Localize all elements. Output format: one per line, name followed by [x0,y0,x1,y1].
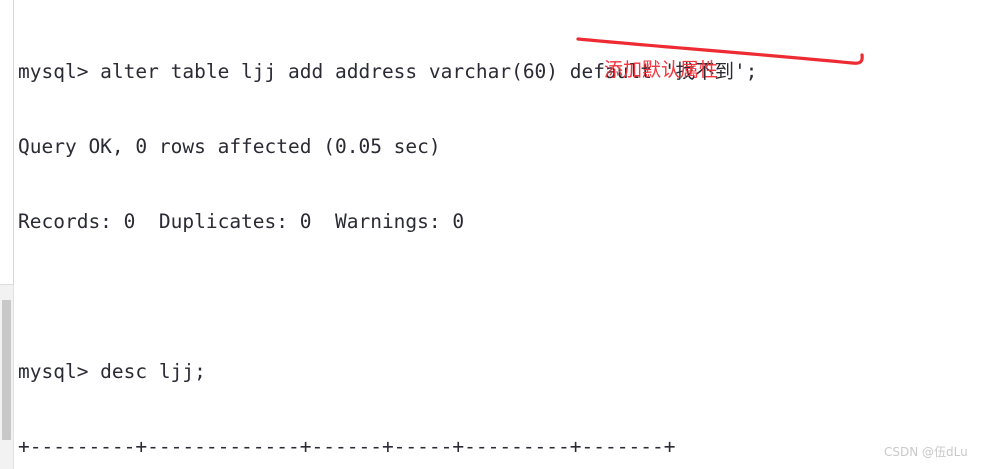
csdn-watermark: CSDN @伍dLu [884,445,968,459]
terminal-line-command-desc: mysql> desc ljj; [18,360,206,383]
table-border-top: +---------+-------------+------+-----+--… [18,435,676,458]
terminal-line-records: Records: 0 Duplicates: 0 Warnings: 0 [18,210,465,233]
terminal-line-blank-1 [18,284,968,309]
window-left-border [13,0,14,469]
terminal-output[interactable]: mysql> alter table ljj add address varch… [18,9,968,469]
scrollbar-thumb[interactable] [2,300,11,440]
annotation-label: 添加默认属性 [604,59,719,81]
terminal-line-query-ok: Query OK, 0 rows affected (0.05 sec) [18,135,441,158]
terminal-line-command-alter: mysql> alter table ljj add address varch… [18,60,758,83]
